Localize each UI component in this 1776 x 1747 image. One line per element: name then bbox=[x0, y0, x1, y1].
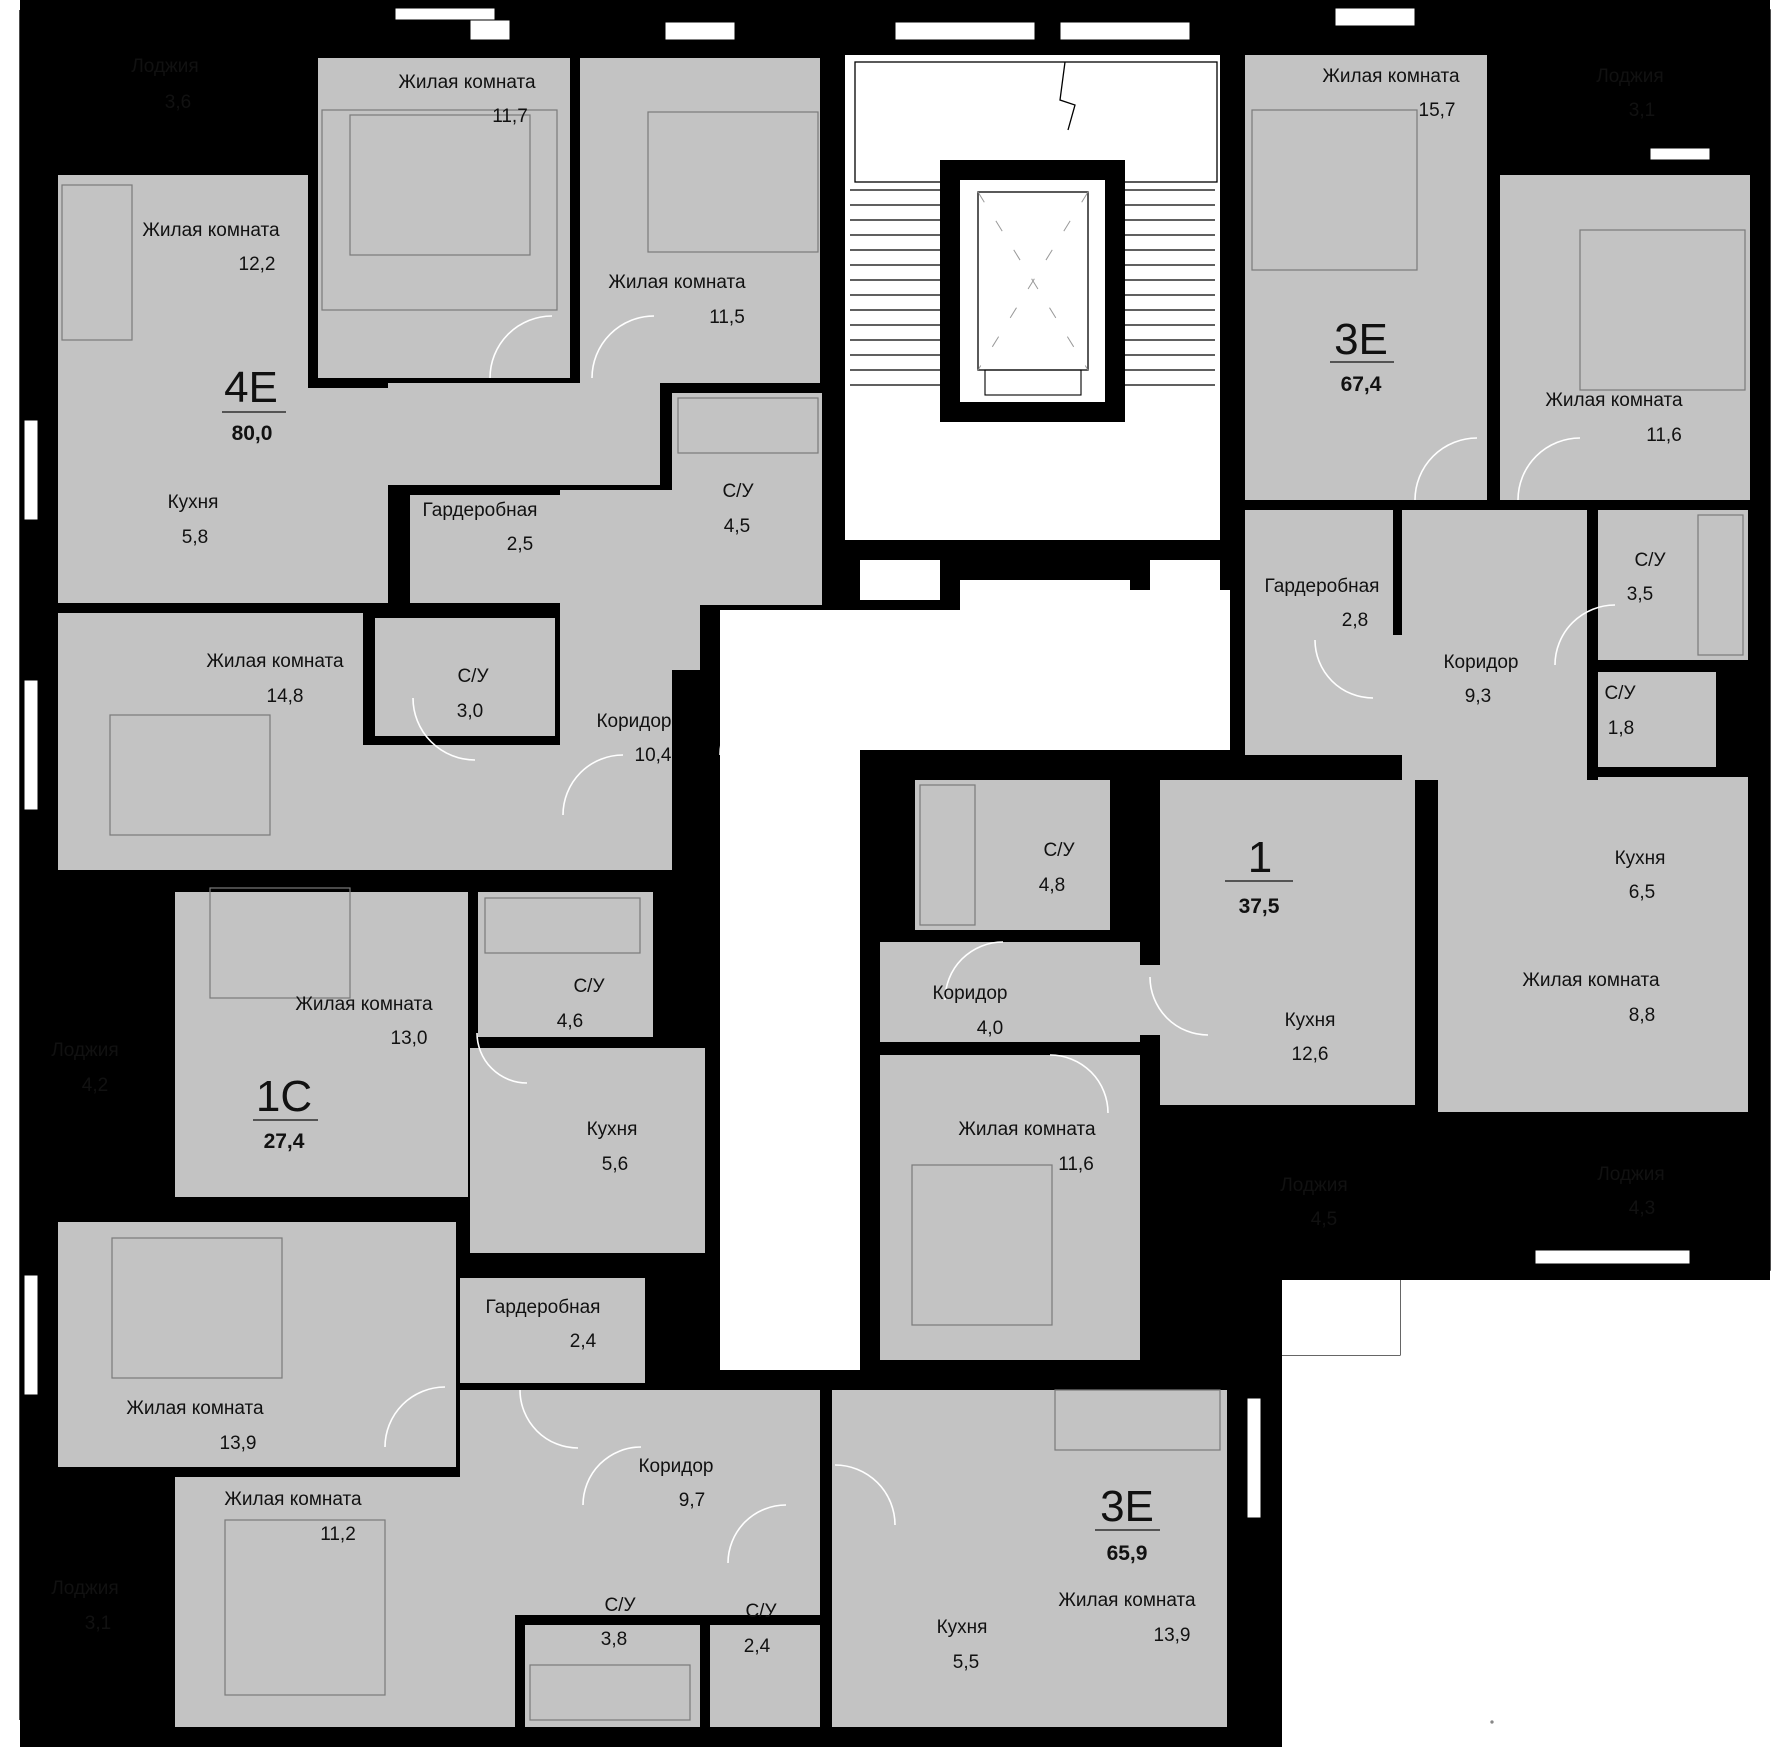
room-area: 10,4 bbox=[635, 745, 672, 766]
room-area: 4,3 bbox=[1629, 1198, 1655, 1219]
room-name: Лоджия bbox=[1597, 1164, 1664, 1185]
room-area: 3,0 bbox=[457, 701, 483, 722]
room-name: Гардеробная bbox=[423, 500, 538, 521]
room-name: Лоджия bbox=[1596, 66, 1663, 87]
room-area: 3,5 bbox=[1627, 584, 1653, 605]
apartment-area: 80,0 bbox=[232, 422, 273, 445]
room-name: Коридор bbox=[638, 1456, 713, 1477]
room-area: 4,5 bbox=[1311, 1209, 1337, 1230]
room-area: 15,7 bbox=[1419, 100, 1456, 121]
apartment-code: 1С bbox=[256, 1072, 312, 1121]
room-area: 4,5 bbox=[724, 516, 750, 537]
room-area: 5,8 bbox=[182, 527, 208, 548]
room-area: 13,0 bbox=[391, 1028, 428, 1049]
room-area: 6,5 bbox=[1629, 882, 1655, 903]
room-name: С/У bbox=[745, 1601, 777, 1622]
room-name: Лоджия bbox=[1280, 1175, 1347, 1196]
apartment-area: 27,4 bbox=[264, 1130, 305, 1153]
room-area: 11,2 bbox=[320, 1524, 356, 1545]
room-area: 5,6 bbox=[602, 1154, 628, 1175]
apartment-area: 67,4 bbox=[1341, 373, 1382, 396]
room-name: Коридор bbox=[596, 711, 671, 732]
room-area: 13,9 bbox=[220, 1433, 257, 1454]
room-area: 4,0 bbox=[977, 1018, 1003, 1039]
room-area: 4,6 bbox=[557, 1011, 583, 1032]
room-area: 13,9 bbox=[1154, 1625, 1191, 1646]
room-area: 2,4 bbox=[570, 1331, 597, 1352]
apartment-area: 65,9 bbox=[1107, 1542, 1148, 1565]
room-name: С/У bbox=[573, 976, 605, 997]
room-name: Жилая комната bbox=[1522, 970, 1660, 991]
room-name: Коридор bbox=[1443, 652, 1518, 673]
room-name: Жилая комната bbox=[1322, 66, 1460, 87]
room-name: Кухня bbox=[587, 1119, 638, 1140]
room-name: Жилая комната bbox=[1058, 1590, 1196, 1611]
room-area: 4,8 bbox=[1039, 875, 1065, 896]
rooms bbox=[58, 55, 1750, 1727]
apartment-code: 3E bbox=[1334, 315, 1388, 364]
room-area: 2,5 bbox=[507, 534, 533, 555]
apartment-area: 37,5 bbox=[1239, 895, 1280, 918]
room-name: Гардеробная bbox=[486, 1297, 601, 1318]
room-area: 14,8 bbox=[267, 686, 304, 707]
room-name: Кухня bbox=[168, 492, 219, 513]
apartment-code: 3E bbox=[1100, 1482, 1154, 1531]
room-name: Жилая комната bbox=[1545, 390, 1683, 411]
room-area: 3,6 bbox=[165, 92, 191, 113]
room-name: Гардеробная bbox=[1265, 576, 1380, 597]
room-area: 9,7 bbox=[679, 1490, 705, 1511]
room-area: 11,6 bbox=[1646, 425, 1682, 446]
room-area: 3,8 bbox=[601, 1629, 627, 1650]
apartment-labels: 4E 80,0 3E 67,4 1 37,5 1С 27,4 3E 65,9 bbox=[222, 315, 1394, 1565]
room-name: Жилая комната bbox=[398, 72, 536, 93]
room-name: Жилая комната bbox=[608, 272, 746, 293]
doors bbox=[384, 315, 1616, 1564]
room-area: 12,6 bbox=[1292, 1044, 1329, 1065]
room-name: С/У bbox=[1043, 840, 1075, 861]
apartment-code: 1 bbox=[1248, 833, 1272, 882]
room-area: 2,8 bbox=[1342, 610, 1368, 631]
room-name: С/У bbox=[1604, 683, 1636, 704]
room-name: С/У bbox=[457, 666, 489, 687]
room-name: Жилая комната bbox=[126, 1398, 264, 1419]
room-area: 3,1 bbox=[1629, 100, 1655, 121]
room-name: Кухня bbox=[937, 1617, 988, 1638]
room-name: Кухня bbox=[1615, 848, 1666, 869]
room-name: С/У bbox=[722, 481, 754, 502]
room-name: Жилая комната bbox=[958, 1119, 1096, 1140]
room-name: Кухня bbox=[1285, 1010, 1336, 1031]
room-name: Лоджия bbox=[51, 1578, 118, 1599]
room-area: 11,5 bbox=[709, 307, 745, 328]
room-name: Лоджия bbox=[131, 56, 198, 77]
room-name: Лоджия bbox=[51, 1040, 118, 1061]
room-area: 11,6 bbox=[1058, 1154, 1094, 1175]
room-name: Жилая комната bbox=[295, 994, 433, 1015]
common-areas bbox=[720, 55, 1230, 1370]
room-area: 9,3 bbox=[1465, 686, 1491, 707]
room-name: С/У bbox=[604, 1595, 636, 1616]
room-area: 4,2 bbox=[82, 1075, 108, 1096]
room-name: Жилая комната bbox=[224, 1489, 362, 1510]
room-name: Жилая комната bbox=[142, 220, 280, 241]
room-area: 2,4 bbox=[744, 1636, 771, 1657]
room-area: 12,2 bbox=[239, 254, 276, 275]
furniture bbox=[61, 109, 1746, 1724]
apartment-code: 4E bbox=[224, 363, 278, 412]
room-area: 11,7 bbox=[492, 106, 528, 127]
room-name: Жилая комната bbox=[206, 651, 344, 672]
room-area: 5,5 bbox=[953, 1652, 979, 1673]
room-area: 1,8 bbox=[1608, 718, 1634, 739]
room-name: С/У bbox=[1634, 550, 1666, 571]
room-labels: Лоджия 3,6 Жилая комната 11,7 Жилая комн… bbox=[51, 56, 1683, 1673]
room-area: 3,1 bbox=[85, 1613, 111, 1634]
room-area: 8,8 bbox=[1629, 1005, 1655, 1026]
room-name: Коридор bbox=[932, 983, 1007, 1004]
